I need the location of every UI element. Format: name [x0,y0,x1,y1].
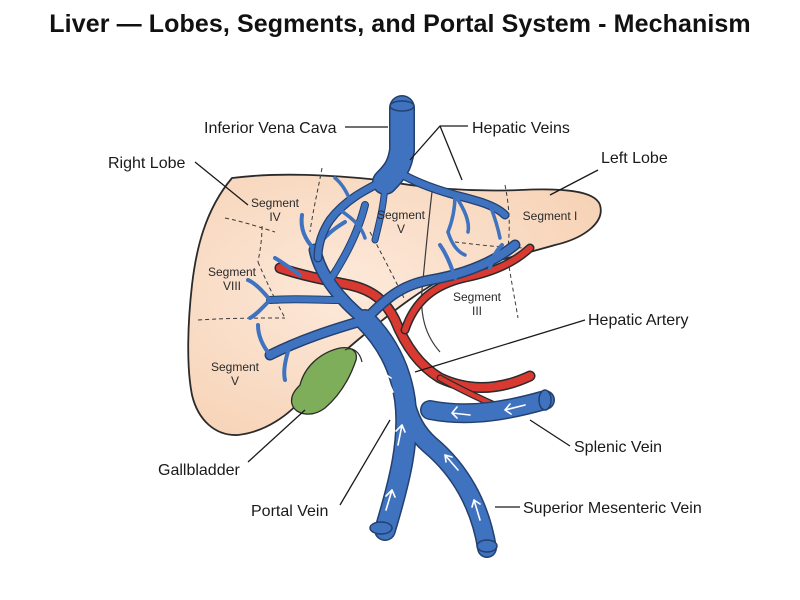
label-superior-mesenteric-vein: Superior Mesenteric Vein [523,500,702,517]
leader-lines [194,125,599,508]
label-left-lobe: Left Lobe [601,150,668,167]
segment-label-i: Segment I [523,209,578,223]
page-title: Liver — Lobes, Segments, and Portal Syst… [49,10,751,38]
segment-label-viii: Segment VIII [208,265,257,293]
svg-text:V: V [397,222,405,236]
svg-text:Segment I: Segment I [523,209,578,223]
svg-text:Segment: Segment [251,196,300,210]
svg-text:V: V [231,374,239,388]
svg-text:Segment: Segment [453,290,502,304]
label-hepatic-artery: Hepatic Artery [588,312,688,329]
liver-outline [187,173,602,436]
label-portal-vein: Portal Vein [251,503,328,520]
segment-label-iii: Segment III [453,290,502,318]
label-splenic-vein: Splenic Vein [574,439,662,456]
segment-label-iv: Segment IV [251,196,300,224]
label-right-lobe: Right Lobe [108,155,185,172]
svg-text:IV: IV [269,210,280,224]
label-inferior-vena-cava: Inferior Vena Cava [204,120,337,137]
gallbladder-shape [290,346,358,415]
svg-text:Segment: Segment [208,265,257,279]
segment-label-v-upper: Segment V [377,208,426,236]
label-hepatic-veins: Hepatic Veins [472,120,570,137]
segment-label-v-lower: Segment V [211,360,260,388]
svg-text:VIII: VIII [223,279,241,293]
label-gallbladder: Gallbladder [158,462,241,479]
svg-text:Segment: Segment [211,360,260,374]
svg-text:Segment: Segment [377,208,426,222]
falciform-ligament [420,191,441,353]
hepatic-veins-vessel [313,95,510,263]
svg-text:III: III [472,304,482,318]
